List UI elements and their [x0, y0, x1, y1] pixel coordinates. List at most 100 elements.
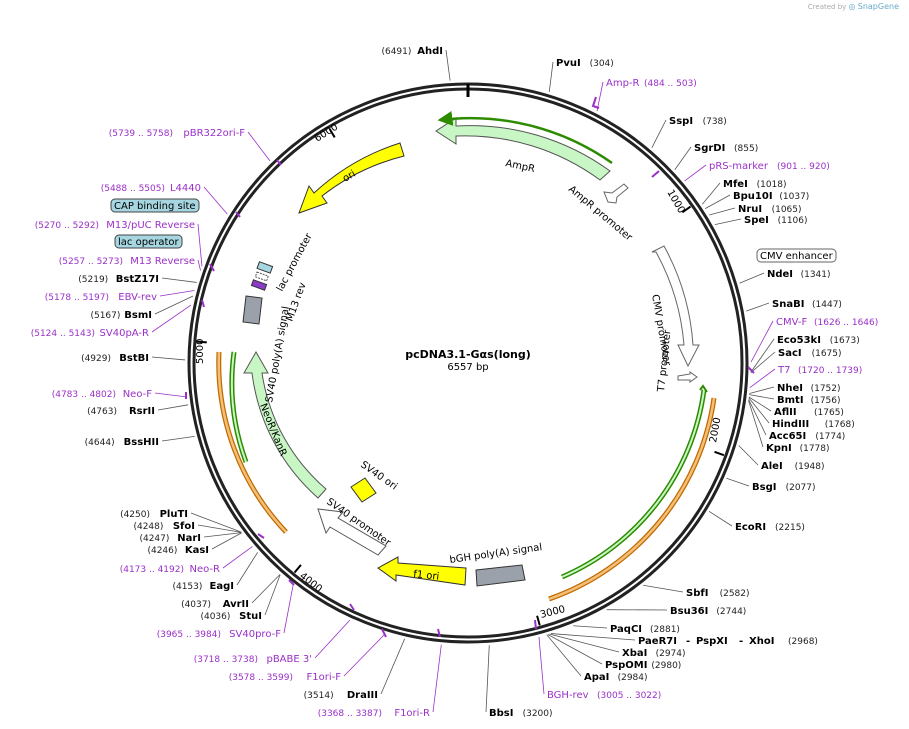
- tick-3000: 3000: [539, 604, 566, 621]
- NeoR-feature[interactable]: [243, 350, 327, 499]
- enzyme-SbfI[interactable]: SbfI: [686, 588, 708, 599]
- lac-promoter-feature[interactable]: [254, 271, 269, 282]
- enzyme-BstZ17I[interactable]: BstZ17I: [116, 274, 159, 285]
- primer-Amp-R[interactable]: Amp-R: [606, 78, 640, 89]
- enzyme-PaeR7I-pos: (2968): [788, 637, 818, 647]
- primer-pBR322ori-F-pos: (5739 .. 5758): [109, 129, 173, 139]
- primer-SV40pA-R[interactable]: SV40pA-R: [100, 328, 149, 339]
- enzyme-PvuI[interactable]: PvuI: [556, 58, 581, 69]
- enzyme-PaqCI[interactable]: PaqCI: [610, 624, 642, 635]
- enzyme-SnaBI[interactable]: SnaBI: [772, 299, 804, 310]
- enzyme-NarI[interactable]: NarI: [177, 533, 201, 544]
- primer-Neo-R[interactable]: Neo-R: [190, 564, 221, 575]
- enzyme-SgrDI[interactable]: SgrDI: [694, 143, 725, 154]
- NeoR-orf: [231, 351, 247, 463]
- CMV-promoter-feature[interactable]: [651, 245, 700, 368]
- enzyme-AhdI[interactable]: AhdI: [417, 46, 443, 57]
- primer-SV40pro-F[interactable]: SV40pro-F: [229, 629, 281, 640]
- primer-EBV-rev[interactable]: EBV-rev: [118, 292, 157, 303]
- primer-F1ori-R[interactable]: F1ori-R: [394, 708, 430, 719]
- primer-M13-Reverse[interactable]: M13 Reverse: [130, 256, 195, 267]
- enzyme-BssHII[interactable]: BssHII: [124, 437, 159, 448]
- enzyme-PspXI[interactable]: PspXI: [696, 636, 728, 647]
- enzyme-NruI[interactable]: NruI: [738, 204, 762, 215]
- AmpR-promoter-feature[interactable]: [603, 183, 629, 204]
- enzyme-XbaI[interactable]: XbaI: [622, 648, 647, 659]
- enzyme-SfoI[interactable]: SfoI: [173, 521, 195, 532]
- enzyme-Bsu36I[interactable]: Bsu36I: [670, 606, 708, 617]
- enzyme-PluTI-pos: (4250): [120, 510, 150, 520]
- enzyme-NdeI[interactable]: NdeI: [767, 269, 793, 280]
- primer-M13-pUC-Reverse[interactable]: M13/pUC Reverse: [106, 220, 195, 231]
- enzyme-PaeR7I[interactable]: PaeR7I: [638, 636, 677, 647]
- enzyme-BsmI[interactable]: BsmI: [124, 310, 152, 321]
- enzyme-MfeI[interactable]: MfeI: [723, 179, 748, 190]
- enzyme-Acc65I[interactable]: Acc65I: [769, 431, 806, 442]
- enzyme-EagI[interactable]: EagI: [210, 581, 234, 592]
- enzyme-EcoRI[interactable]: EcoRI: [735, 522, 766, 533]
- CMV-enhancer-callout[interactable]: [756, 248, 837, 263]
- f1-ori-feature[interactable]: [377, 556, 467, 586]
- enzyme-KasI[interactable]: KasI: [185, 545, 209, 556]
- enzyme-KpnI[interactable]: KpnI: [766, 443, 792, 454]
- enzyme-SacI[interactable]: SacI: [778, 348, 802, 359]
- enzyme-StuI[interactable]: StuI: [239, 611, 262, 622]
- enzyme-PluTI[interactable]: PluTI: [160, 509, 188, 520]
- primer-pBABE-3-[interactable]: pBABE 3': [266, 654, 312, 665]
- bGH-polyA-feature[interactable]: [475, 564, 526, 587]
- enzyme-BstBI[interactable]: BstBI: [119, 353, 149, 364]
- enzyme-RsrII[interactable]: RsrII: [129, 406, 155, 417]
- enzyme-Eco53kI[interactable]: Eco53kI: [777, 335, 821, 346]
- enzyme-PspOMI[interactable]: PspOMI: [605, 660, 647, 671]
- enzyme-Bpu10I[interactable]: Bpu10I: [733, 191, 773, 202]
- leader-line: [151, 356, 186, 361]
- primer-BGH-rev[interactable]: BGH-rev: [547, 690, 589, 701]
- SV40-polyA-feature[interactable]: [242, 295, 263, 325]
- enzyme-AleI-pos: (1948): [795, 462, 825, 472]
- M13-rev-feature[interactable]: [250, 279, 268, 291]
- enzyme-BbsI[interactable]: BbsI: [489, 708, 513, 719]
- enzyme-SnaBI-pos: (1447): [812, 300, 842, 310]
- primer-Neo-F[interactable]: Neo-F: [123, 389, 153, 400]
- insert-orf[interactable]: [561, 389, 705, 578]
- CAP-site-callout[interactable]: [110, 198, 200, 213]
- enzyme-AvrII-pos: (4037): [181, 600, 211, 610]
- ori-feature[interactable]: [298, 142, 405, 214]
- leader-lines: [151, 49, 776, 713]
- primer-F1ori-F[interactable]: F1ori-F: [307, 672, 342, 683]
- enzyme-Bsu36I-pos: (2744): [716, 607, 746, 617]
- tick-4000: 4000: [297, 571, 324, 595]
- enzyme-EcoRI-pos: (2215): [775, 523, 805, 533]
- enzyme-BsgI[interactable]: BsgI: [752, 482, 776, 493]
- enzyme-EagI-pos: (4153): [172, 582, 202, 592]
- primer-T7[interactable]: T7: [777, 365, 790, 376]
- primer-pRS-marker[interactable]: pRS-marker: [709, 161, 769, 172]
- enzyme-BmtI[interactable]: BmtI: [777, 395, 804, 406]
- insert-feature[interactable]: [548, 397, 716, 601]
- enzyme-AflII[interactable]: AflII: [774, 407, 797, 418]
- leader-line: [708, 510, 733, 527]
- primer-pBR322ori-F[interactable]: pBR322ori-F: [183, 128, 245, 139]
- enzyme-AleI[interactable]: AleI: [761, 461, 783, 472]
- enzyme-XhoI[interactable]: XhoI: [749, 636, 774, 647]
- lac-operator-feature[interactable]: [256, 261, 274, 274]
- enzyme-NheI[interactable]: NheI: [777, 383, 803, 394]
- primer-L4440[interactable]: L4440: [170, 183, 201, 194]
- enzyme-BstZ17I-pos: (5219): [78, 275, 108, 285]
- enzyme-HindIII[interactable]: HindIII: [772, 419, 809, 430]
- enzyme-DraIII[interactable]: DraIII: [347, 690, 378, 701]
- lac-operator-callout[interactable]: [114, 234, 183, 249]
- leader-line: [750, 351, 776, 373]
- primer-CMV-F[interactable]: CMV-F: [776, 317, 807, 328]
- bGH-polyA-label: bGH poly(A) signal: [449, 542, 543, 566]
- enzyme-SspI[interactable]: SspI: [669, 116, 693, 127]
- enzyme-SpeI[interactable]: SpeI: [744, 215, 769, 226]
- leader-line: [748, 400, 764, 448]
- enzyme-AhdI-pos: (6491): [381, 47, 411, 57]
- enzyme-ApaI[interactable]: ApaI: [584, 672, 609, 683]
- T7-promoter-feature[interactable]: [677, 371, 698, 383]
- enzyme-AvrII[interactable]: AvrII: [223, 599, 249, 610]
- SV40-promoter-feature[interactable]: [317, 508, 387, 556]
- SV40-ori-feature[interactable]: [350, 477, 377, 503]
- AmpR-feature[interactable]: [435, 117, 611, 181]
